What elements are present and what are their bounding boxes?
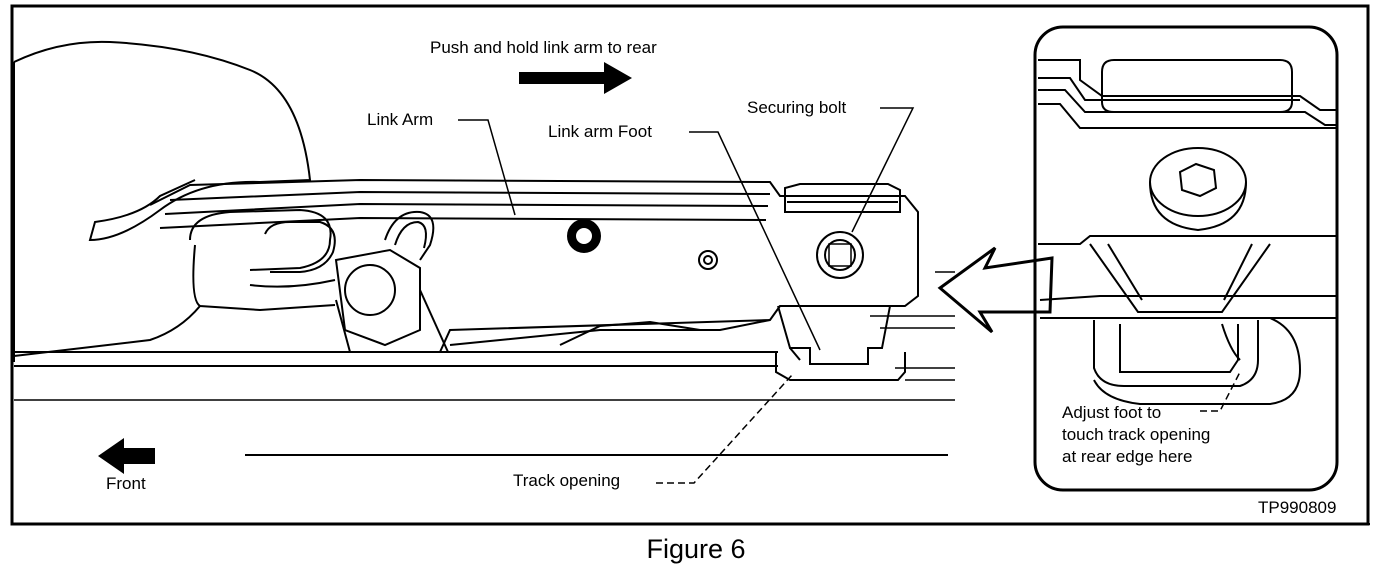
front-label: Front — [106, 474, 146, 493]
detail-foot — [1093, 320, 1259, 387]
securing-bolt-label: Securing bolt — [747, 98, 847, 117]
leader-lines — [458, 107, 1241, 484]
detail-bolt-hex — [1178, 162, 1218, 198]
latch-handle — [384, 210, 435, 261]
latch-knob — [344, 264, 396, 316]
leader-link-arm-foot — [689, 131, 821, 351]
front-arrow — [98, 438, 155, 474]
adjust-foot-label-2: touch track opening — [1062, 425, 1211, 444]
securing-bolt-inner — [824, 239, 856, 271]
bolt-tab — [784, 183, 901, 213]
link-arm-foot-label: Link arm Foot — [548, 122, 652, 141]
adjust-foot-label-3: at rear edge here — [1062, 447, 1193, 466]
push-arrow — [519, 62, 632, 94]
main-illustration — [13, 40, 1054, 474]
latch-housing — [334, 248, 421, 347]
track-opening-label: Track opening — [513, 471, 621, 490]
detail-track-opening — [1093, 317, 1302, 405]
hand — [13, 40, 312, 242]
leader-adjust-foot — [1200, 371, 1241, 412]
link-arm-label: Link Arm — [367, 110, 434, 129]
detail-inset — [1033, 25, 1339, 492]
adjust-foot-label-1: Adjust foot to — [1062, 403, 1162, 422]
push-hold-label: Push and hold link arm to rear — [430, 38, 657, 57]
securing-bolt-outer — [816, 231, 864, 279]
link-arm-foot — [777, 305, 891, 365]
figure-code-label: TP990809 — [1258, 498, 1337, 517]
hole — [698, 250, 718, 270]
figure-caption: Figure 6 — [646, 534, 746, 564]
leader-track-opening — [656, 374, 793, 484]
detail-pointer-arrow — [937, 246, 1054, 334]
track-opening — [775, 352, 906, 381]
detail-cap — [1101, 59, 1293, 113]
leader-link-arm — [458, 119, 516, 216]
detail-frame — [1033, 25, 1339, 492]
detail-bolt — [1149, 147, 1247, 217]
leader-securing-bolt — [851, 107, 915, 233]
